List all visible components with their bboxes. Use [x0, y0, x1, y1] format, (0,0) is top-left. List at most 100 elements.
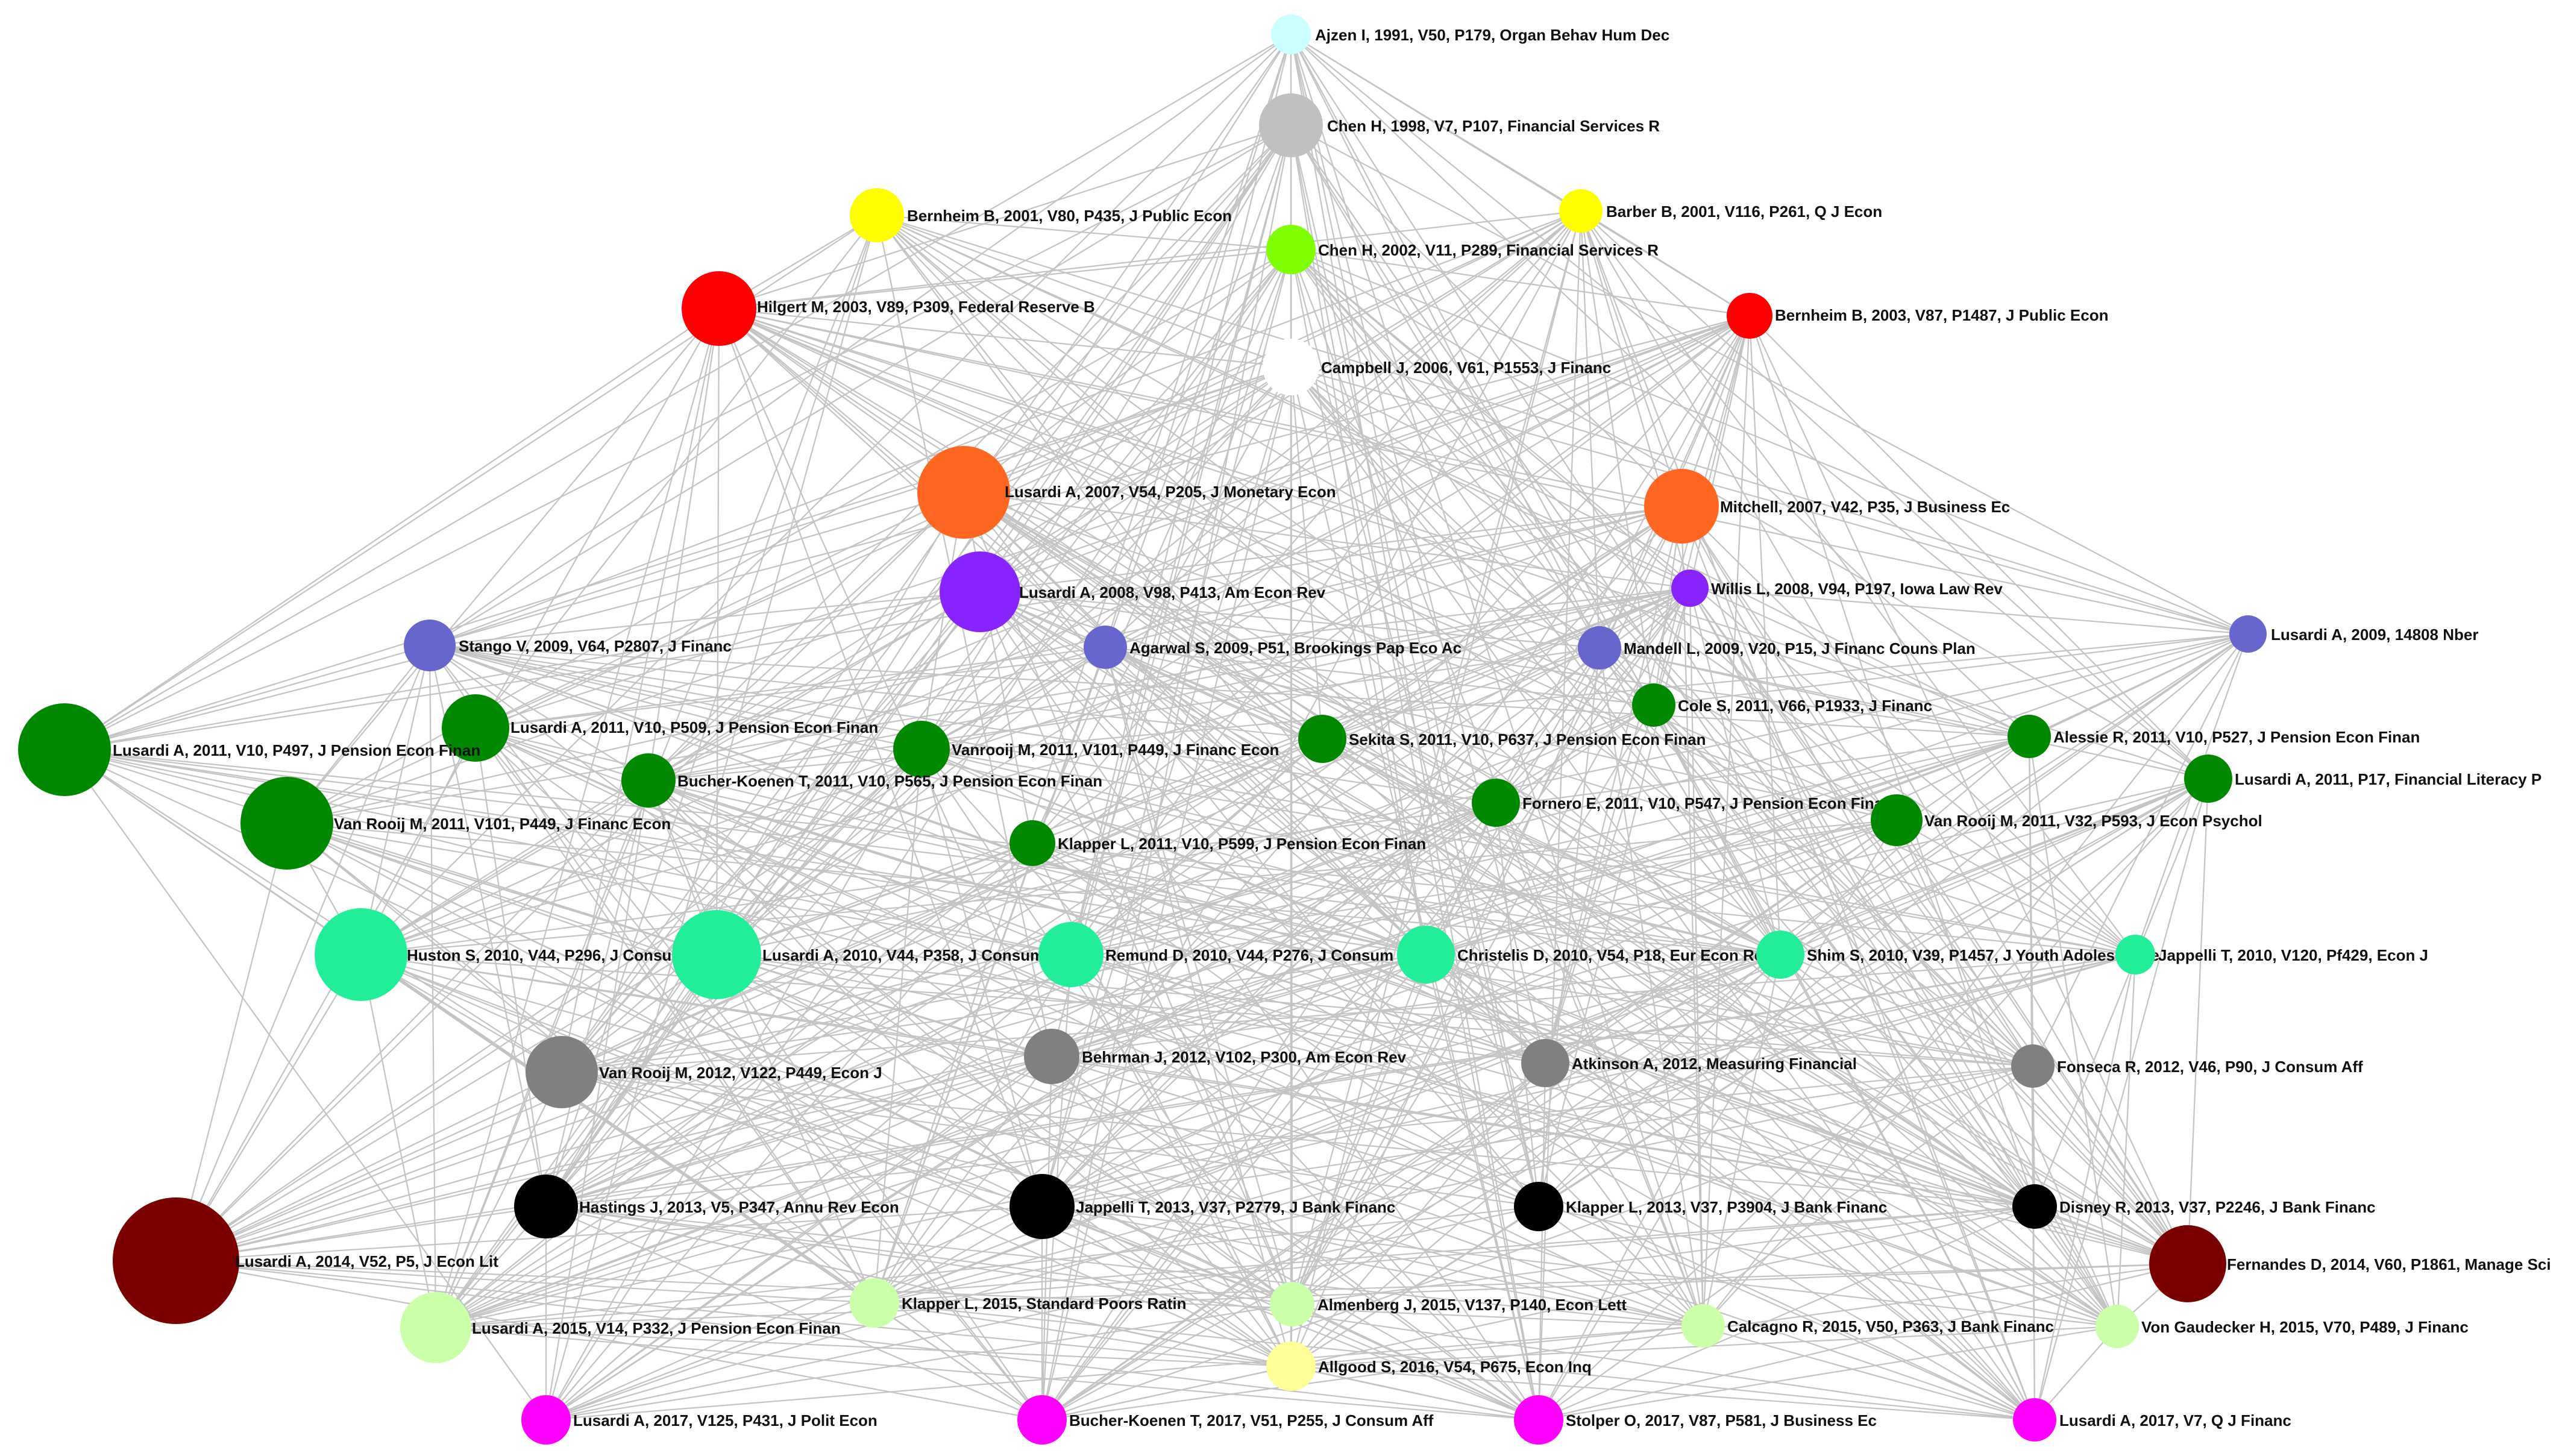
node-klapper-2013[interactable]: Klapper L, 2013, V37, P3904, J Bank Fina…: [1514, 1182, 1887, 1231]
node-circle[interactable]: [1671, 570, 1709, 607]
node-circle[interactable]: [1266, 225, 1316, 274]
node-jappelli-2010[interactable]: Jappelli T, 2010, V120, Pf429, Econ J: [2115, 935, 2428, 974]
node-willis-2008[interactable]: Willis L, 2008, V94, P197, Iowa Law Rev: [1671, 570, 2003, 607]
node-circle[interactable]: [400, 1292, 471, 1363]
node-lusardi-2011-p17[interactable]: Lusardi A, 2011, P17, Financial Literacy…: [2184, 755, 2541, 803]
node-circle[interactable]: [1559, 189, 1603, 233]
node-circle[interactable]: [2013, 1398, 2056, 1442]
node-circle[interactable]: [893, 721, 950, 777]
node-circle[interactable]: [442, 694, 509, 762]
node-fonseca-2012[interactable]: Fonseca R, 2012, V46, P90, J Consum Aff: [2011, 1044, 2363, 1088]
node-huston-2010[interactable]: Huston S, 2010, V44, P296, J Consum Aff: [315, 908, 711, 1001]
node-remund-2010[interactable]: Remund D, 2010, V44, P276, J Consum Aff: [1038, 922, 1419, 987]
node-van-rooij-2011-v32[interactable]: Van Rooij M, 2011, V32, P593, J Econ Psy…: [1871, 794, 2262, 846]
node-bernheim-2003[interactable]: Bernheim B, 2003, V87, P1487, J Public E…: [1727, 293, 2108, 339]
node-cole-2011[interactable]: Cole S, 2011, V66, P1933, J Financ: [1632, 683, 1932, 727]
node-circle[interactable]: [1266, 1341, 1316, 1391]
node-circle[interactable]: [1632, 683, 1675, 727]
node-circle[interactable]: [850, 1278, 899, 1328]
node-circle[interactable]: [2115, 935, 2155, 974]
node-circle[interactable]: [1514, 1182, 1563, 1231]
node-circle[interactable]: [682, 271, 756, 346]
node-van-rooij-2011-v101[interactable]: Van Rooij M, 2011, V101, P449, J Financ …: [240, 777, 671, 870]
node-alessie-2011[interactable]: Alessie R, 2011, V10, P527, J Pension Ec…: [2008, 715, 2420, 758]
node-circle[interactable]: [672, 910, 761, 999]
node-circle[interactable]: [1756, 930, 1804, 979]
node-almenberg-2015[interactable]: Almenberg J, 2015, V137, P140, Econ Lett: [1270, 1282, 1627, 1326]
node-lusardi-2011-v10-p497[interactable]: Lusardi A, 2011, V10, P497, J Pension Ec…: [18, 703, 480, 796]
node-circle[interactable]: [850, 188, 904, 242]
node-fornero-2011[interactable]: Fornero E, 2011, V10, P547, J Pension Ec…: [1472, 779, 1892, 827]
node-hilgert-2003[interactable]: Hilgert M, 2003, V89, P309, Federal Rese…: [682, 271, 1095, 346]
node-calcagno-2015[interactable]: Calcagno R, 2015, V50, P363, J Bank Fina…: [1681, 1304, 2054, 1348]
node-circle[interactable]: [1521, 1039, 1569, 1087]
node-shim-2010[interactable]: Shim S, 2010, V39, P1457, J Youth Adoles…: [1756, 930, 2159, 979]
node-lusardi-2017-v125[interactable]: Lusardi A, 2017, V125, P431, J Polit Eco…: [521, 1395, 878, 1445]
node-circle[interactable]: [1270, 1282, 1314, 1326]
node-circle[interactable]: [2096, 1305, 2139, 1348]
node-lusardi-2014[interactable]: Lusardi A, 2014, V52, P5, J Econ Lit: [113, 1197, 498, 1324]
node-circle[interactable]: [2229, 615, 2267, 653]
node-circle[interactable]: [521, 1395, 571, 1445]
node-christelis-2010[interactable]: Christelis D, 2010, V54, P18, Eur Econ R…: [1397, 926, 1772, 984]
node-circle[interactable]: [2149, 1225, 2226, 1302]
node-circle[interactable]: [1472, 779, 1520, 827]
node-circle[interactable]: [1727, 293, 1772, 339]
node-campbell-2006[interactable]: Campbell J, 2006, V61, P1553, J Financ: [1263, 339, 1611, 395]
node-circle[interactable]: [404, 620, 456, 671]
node-klapper-2015[interactable]: Klapper L, 2015, Standard Poors Ratin: [850, 1278, 1186, 1328]
node-klapper-2011[interactable]: Klapper L, 2011, V10, P599, J Pension Ec…: [1009, 820, 1426, 866]
node-stango-2009[interactable]: Stango V, 2009, V64, P2807, J Financ: [404, 620, 732, 671]
node-circle[interactable]: [1038, 922, 1104, 987]
node-circle[interactable]: [1871, 794, 1923, 846]
node-van-rooij-2012[interactable]: Van Rooij M, 2012, V122, P449, Econ J: [526, 1036, 882, 1108]
node-atkinson-2012[interactable]: Atkinson A, 2012, Measuring Financial: [1521, 1039, 1857, 1087]
node-circle[interactable]: [1681, 1304, 1725, 1348]
node-sekita-2011[interactable]: Sekita S, 2011, V10, P637, J Pension Eco…: [1298, 715, 1706, 763]
node-circle[interactable]: [514, 1175, 578, 1238]
node-disney-2013[interactable]: Disney R, 2013, V37, P2246, J Bank Finan…: [2012, 1184, 2376, 1229]
node-lusardi-2017-v7[interactable]: Lusardi A, 2017, V7, Q J Financ: [2013, 1398, 2291, 1442]
node-circle[interactable]: [940, 551, 1020, 632]
node-bucher-koenen-2017[interactable]: Bucher-Koenen T, 2017, V51, P255, J Cons…: [1017, 1395, 1434, 1445]
node-lusardi-2009[interactable]: Lusardi A, 2009, 14808 Nber: [2229, 615, 2478, 653]
node-circle[interactable]: [1514, 1395, 1563, 1445]
node-circle[interactable]: [1271, 14, 1311, 54]
node-circle[interactable]: [1259, 93, 1323, 157]
node-chen-2002[interactable]: Chen H, 2002, V11, P289, Financial Servi…: [1266, 225, 1659, 274]
node-circle[interactable]: [2011, 1044, 2055, 1088]
node-jappelli-2013[interactable]: Jappelli T, 2013, V37, P2779, J Bank Fin…: [1009, 1174, 1395, 1239]
node-circle[interactable]: [1578, 626, 1621, 670]
node-circle[interactable]: [621, 753, 676, 808]
node-circle[interactable]: [315, 908, 407, 1001]
node-behrman-2012[interactable]: Behrman J, 2012, V102, P300, Am Econ Rev: [1024, 1029, 1407, 1084]
node-circle[interactable]: [2008, 715, 2051, 758]
node-chen-1998[interactable]: Chen H, 1998, V7, P107, Financial Servic…: [1259, 93, 1660, 157]
node-circle[interactable]: [1009, 820, 1055, 866]
node-circle[interactable]: [1017, 1395, 1067, 1445]
node-lusardi-2011-v10-p509[interactable]: Lusardi A, 2011, V10, P509, J Pension Ec…: [442, 694, 878, 762]
node-agarwal-2009[interactable]: Agarwal S, 2009, P51, Brookings Pap Eco …: [1084, 626, 1461, 669]
node-fernandes-2014[interactable]: Fernandes D, 2014, V60, P1861, Manage Sc…: [2149, 1225, 2551, 1302]
node-circle[interactable]: [1263, 339, 1319, 395]
node-ajzen-1991[interactable]: Ajzen I, 1991, V50, P179, Organ Behav Hu…: [1271, 14, 1669, 54]
node-circle[interactable]: [1009, 1174, 1075, 1239]
node-circle[interactable]: [2012, 1184, 2057, 1229]
node-allgood-2016[interactable]: Allgood S, 2016, V54, P675, Econ Inq: [1266, 1341, 1592, 1391]
node-mandell-2009[interactable]: Mandell L, 2009, V20, P15, J Financ Coun…: [1578, 626, 1976, 670]
node-vanrooij-2011[interactable]: Vanrooij M, 2011, V101, P449, J Financ E…: [893, 721, 1279, 777]
node-mitchell-2007[interactable]: Mitchell, 2007, V42, P35, J Business Ec: [1644, 469, 2010, 544]
node-von-gaudecker-2015[interactable]: Von Gaudecker H, 2015, V70, P489, J Fina…: [2096, 1305, 2469, 1348]
node-bernheim-2001[interactable]: Bernheim B, 2001, V80, P435, J Public Ec…: [850, 188, 1232, 242]
node-circle[interactable]: [240, 777, 333, 870]
node-lusardi-2015[interactable]: Lusardi A, 2015, V14, P332, J Pension Ec…: [400, 1292, 841, 1363]
node-circle[interactable]: [1397, 926, 1455, 984]
node-circle[interactable]: [917, 446, 1010, 539]
node-lusardi-2007[interactable]: Lusardi A, 2007, V54, P205, J Monetary E…: [917, 446, 1336, 539]
node-circle[interactable]: [1024, 1029, 1079, 1084]
node-bucher-koenen-2011[interactable]: Bucher-Koenen T, 2011, V10, P565, J Pens…: [621, 753, 1102, 808]
node-circle[interactable]: [526, 1036, 598, 1108]
node-circle[interactable]: [1084, 626, 1127, 669]
node-circle[interactable]: [113, 1197, 239, 1324]
node-hastings-2013[interactable]: Hastings J, 2013, V5, P347, Annu Rev Eco…: [514, 1175, 899, 1238]
